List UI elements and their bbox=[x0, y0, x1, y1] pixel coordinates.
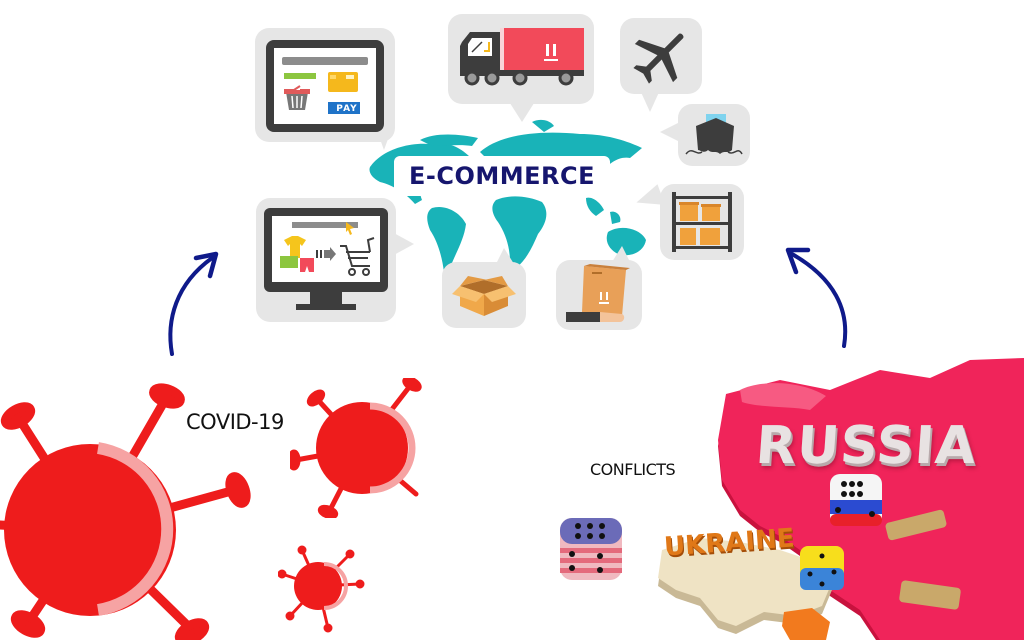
bubble-tail bbox=[640, 90, 660, 112]
large-virus-icon bbox=[0, 383, 251, 640]
small-virus-icon bbox=[278, 545, 365, 633]
package-handover-icon bbox=[566, 264, 630, 322]
bubble-tail bbox=[496, 248, 514, 264]
bubble-tail bbox=[508, 100, 536, 122]
pay-button-label: PAY bbox=[336, 104, 358, 114]
cargo-ship-icon bbox=[685, 114, 743, 155]
warehouse-shelves-icon bbox=[672, 192, 732, 252]
online-shop-pay-icon bbox=[266, 40, 384, 132]
russia-map-label: RUSSIA bbox=[753, 416, 979, 476]
conflicts-label: CONFLICTS bbox=[590, 460, 676, 479]
medium-virus-icon bbox=[290, 378, 422, 518]
online-cart-monitor-icon bbox=[264, 208, 388, 310]
arrow-covid-to-ecommerce-icon bbox=[168, 251, 219, 356]
russia-ukraine-map-icon bbox=[560, 358, 1024, 640]
ecommerce-title: E-COMMERCE bbox=[394, 156, 610, 196]
delivery-truck-icon bbox=[460, 28, 584, 86]
airplane-icon bbox=[633, 33, 684, 84]
open-box-icon bbox=[452, 276, 516, 316]
bubble-tail bbox=[660, 122, 680, 142]
bubble-tail bbox=[612, 246, 630, 262]
covid-label: COVID-19 bbox=[186, 410, 284, 434]
bubble-tail bbox=[392, 232, 414, 256]
arrow-conflicts-to-ecommerce-icon bbox=[785, 247, 848, 348]
